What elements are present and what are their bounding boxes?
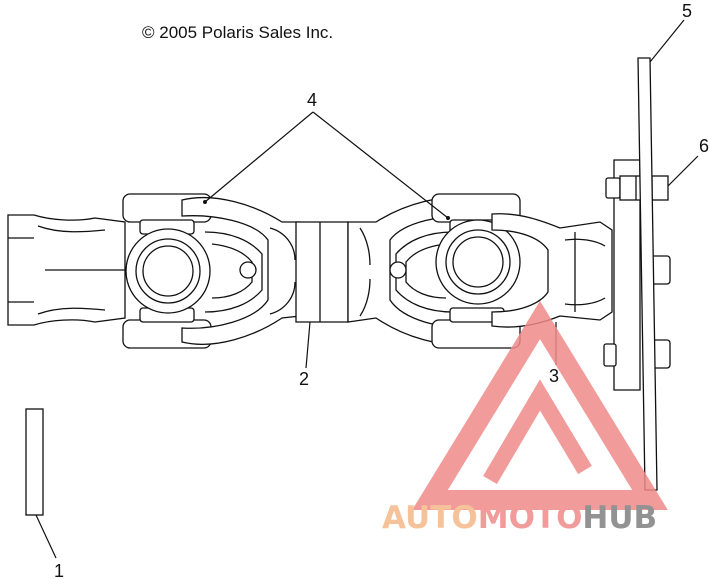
callout-4: 4	[307, 90, 317, 110]
callout-1: 1	[54, 561, 64, 579]
callout-3: 3	[549, 366, 559, 386]
watermark-triangle	[412, 300, 668, 510]
watermark-auto: AUTO	[382, 500, 478, 536]
right-shaft-yoke	[347, 196, 477, 345]
watermark-hub: HUB	[582, 500, 657, 536]
callout-5: 5	[682, 1, 692, 21]
part-3-output-yoke	[491, 213, 613, 365]
part-5-plate	[637, 19, 685, 491]
watermark-moto: MOTO	[478, 500, 583, 536]
left-shaft-yoke	[181, 196, 301, 345]
watermark-logo: AUTOMOTOHUB	[382, 300, 668, 536]
copyright-text: © 2005 Polaris Sales Inc.	[142, 23, 333, 42]
svg-text:AUTOMOTOHUB: AUTOMOTOHUB	[382, 500, 657, 536]
flange-assembly	[603, 155, 699, 391]
left-yoke	[7, 214, 130, 326]
callout-2: 2	[299, 369, 309, 389]
part-1-key	[25, 408, 57, 559]
callout-6: 6	[699, 136, 709, 156]
part-4-leaders	[203, 111, 450, 220]
watermark-inner-mark	[483, 379, 592, 485]
left-cross-bearing	[122, 193, 212, 349]
part-2-center-tube	[295, 221, 349, 369]
